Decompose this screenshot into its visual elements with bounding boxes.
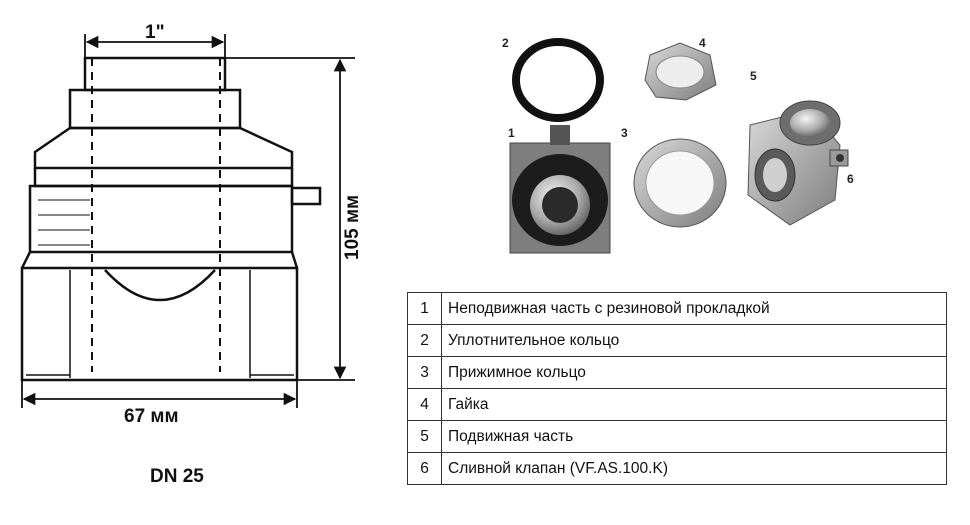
body-band	[33, 168, 294, 188]
photo-label-1: 1	[508, 126, 515, 140]
part-number: 1	[407, 292, 442, 325]
photo-label-2: 2	[502, 36, 509, 50]
part-description: Подвижная часть	[441, 420, 947, 453]
part-number: 5	[407, 420, 442, 453]
movable-part-photo	[747, 100, 841, 226]
part-description: Прижимное кольцо	[441, 356, 947, 389]
drain-valve	[290, 186, 322, 206]
parts-table: 1 Неподвижная часть с резиновой прокладк…	[407, 292, 947, 485]
part-number: 2	[407, 324, 442, 357]
fixed-part-photo	[509, 125, 611, 254]
dim-height-label: 105 мм	[342, 195, 363, 260]
part-description: Гайка	[441, 388, 947, 421]
photo-label-6: 6	[847, 172, 854, 186]
dim-width-label: 67 мм	[124, 406, 179, 427]
photo-label-3: 3	[621, 126, 628, 140]
pressure-ring-photo	[633, 138, 727, 228]
top-connector	[83, 56, 227, 92]
body-dome	[33, 126, 294, 170]
part-number: 6	[407, 452, 442, 485]
part-description: Сливной клапан (VF.AS.100.K)	[441, 452, 947, 485]
table-row: 5 Подвижная часть	[407, 420, 947, 453]
part-number: 3	[407, 356, 442, 389]
drain-valve-photo	[829, 149, 849, 167]
dim-top-label: 1"	[145, 22, 165, 43]
sealing-ring-photo	[512, 38, 604, 122]
caption-dn: DN 25	[150, 466, 204, 487]
body-middle	[28, 184, 294, 254]
photo-label-5: 5	[750, 69, 757, 83]
table-row: 4 Гайка	[407, 388, 947, 421]
table-row: 1 Неподвижная часть с резиновой прокладк…	[407, 292, 947, 325]
part-number: 4	[407, 388, 442, 421]
inner-curve	[104, 269, 216, 302]
parts-photos: 2 1 3 4 5 6	[502, 36, 854, 254]
collar	[68, 88, 242, 130]
table-row: 6 Сливной клапан (VF.AS.100.K)	[407, 452, 947, 485]
nut-photo	[644, 42, 717, 101]
table-row: 3 Прижимное кольцо	[407, 356, 947, 389]
photo-label-4: 4	[699, 36, 706, 50]
table-row: 2 Уплотнительное кольцо	[407, 324, 947, 357]
part-description: Неподвижная часть с резиновой прокладкой	[441, 292, 947, 325]
technical-drawing: 1" 105 мм 67 мм	[20, 22, 363, 427]
pipe-body	[20, 266, 299, 382]
part-description: Уплотнительное кольцо	[441, 324, 947, 357]
